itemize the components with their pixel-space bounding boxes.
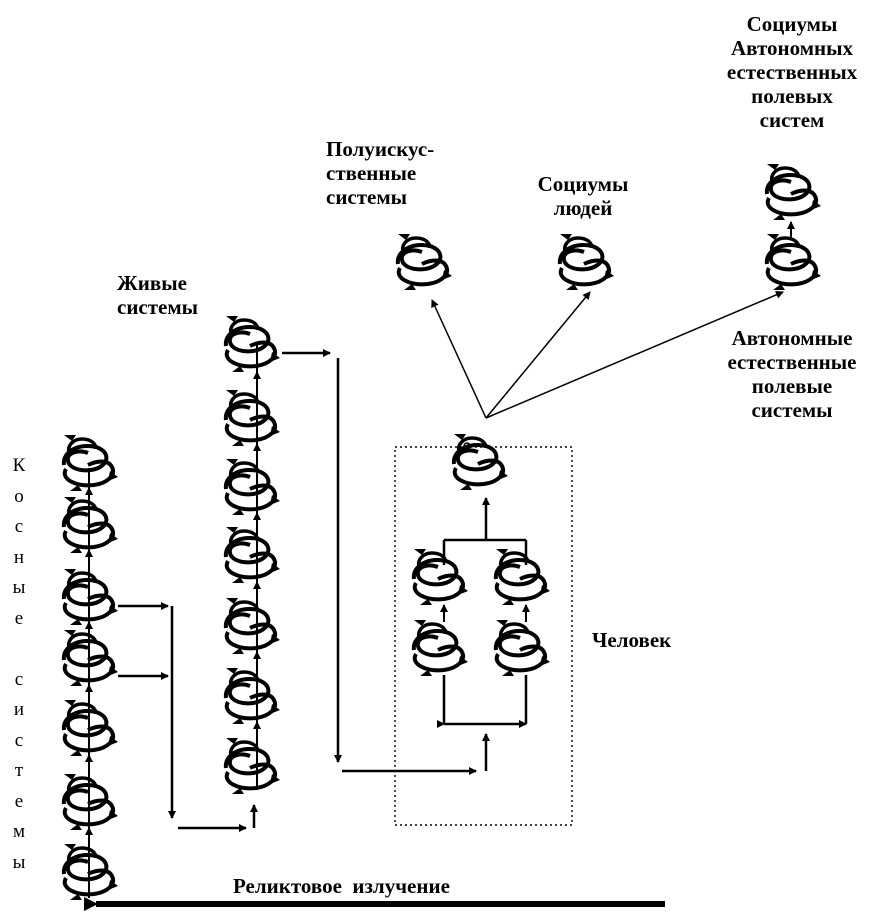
- living-column: [223, 314, 282, 796]
- label-relic-radiation: Реликтовое излучение: [233, 874, 450, 898]
- living-to-human-arrows: [282, 349, 490, 775]
- inert-column: [61, 433, 120, 902]
- label-living-systems: Живые системы: [117, 271, 199, 319]
- top-branches: [395, 162, 823, 419]
- human-box: [394, 446, 573, 826]
- label-autonomous-natural-field-systems: Автономные естественные полевые системы: [727, 326, 857, 422]
- label-inert-systems: К о с н ы е с и с т е м ы: [12, 455, 26, 873]
- label-semi-artificial-systems: Полуискус- ственные системы: [326, 137, 435, 209]
- human-structure: [411, 432, 552, 728]
- label-societies-autonomous-field-systems: Социумы Автономных естественных полевых …: [726, 12, 858, 132]
- inert-to-living-arrows: [118, 602, 258, 832]
- label-human-societies: Социумы людей: [537, 172, 629, 220]
- label-human: Человек: [592, 628, 672, 652]
